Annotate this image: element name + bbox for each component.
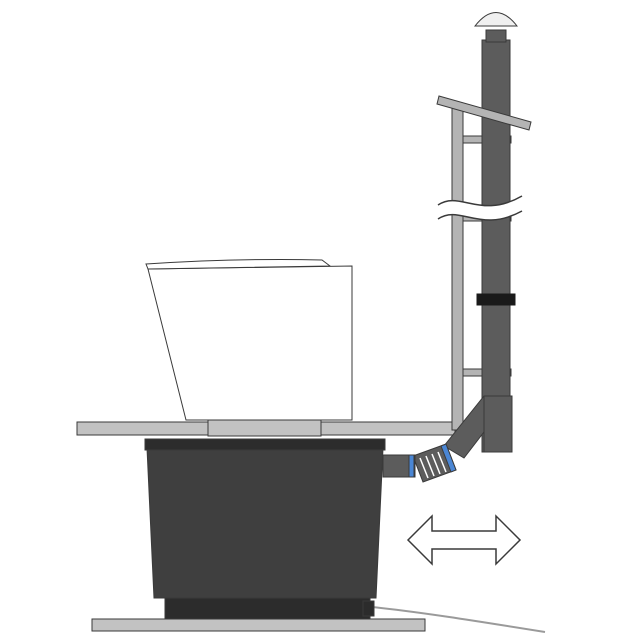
toilet-bowl — [145, 259, 353, 437]
waste-container — [144, 438, 386, 620]
hose-ribs — [419, 451, 447, 479]
container-body — [146, 447, 384, 599]
vent-pipe — [481, 39, 511, 453]
cap-dome — [473, 12, 519, 27]
hose-connector — [382, 443, 457, 483]
container-lid — [144, 438, 386, 451]
bowl-base — [207, 419, 322, 437]
container-plug — [362, 600, 375, 617]
break-gap — [438, 196, 522, 221]
power-cable — [371, 606, 546, 633]
cap-neck — [485, 29, 507, 43]
base-plate — [91, 618, 426, 632]
break-line — [437, 210, 523, 221]
pipe-collar — [476, 293, 516, 306]
pipe-break-mark — [437, 195, 523, 221]
bowl-lid — [145, 259, 332, 270]
slide-direction-arrow — [406, 514, 522, 566]
container-foot — [164, 597, 371, 620]
bowl-body — [147, 265, 353, 421]
hose-stub — [382, 454, 416, 478]
break-line — [437, 195, 523, 207]
hose-stub-seal — [408, 454, 415, 478]
hose-seal — [440, 443, 457, 473]
vent-cap — [473, 12, 519, 43]
bracket-rail — [451, 107, 464, 431]
roof-flashing — [436, 95, 532, 131]
